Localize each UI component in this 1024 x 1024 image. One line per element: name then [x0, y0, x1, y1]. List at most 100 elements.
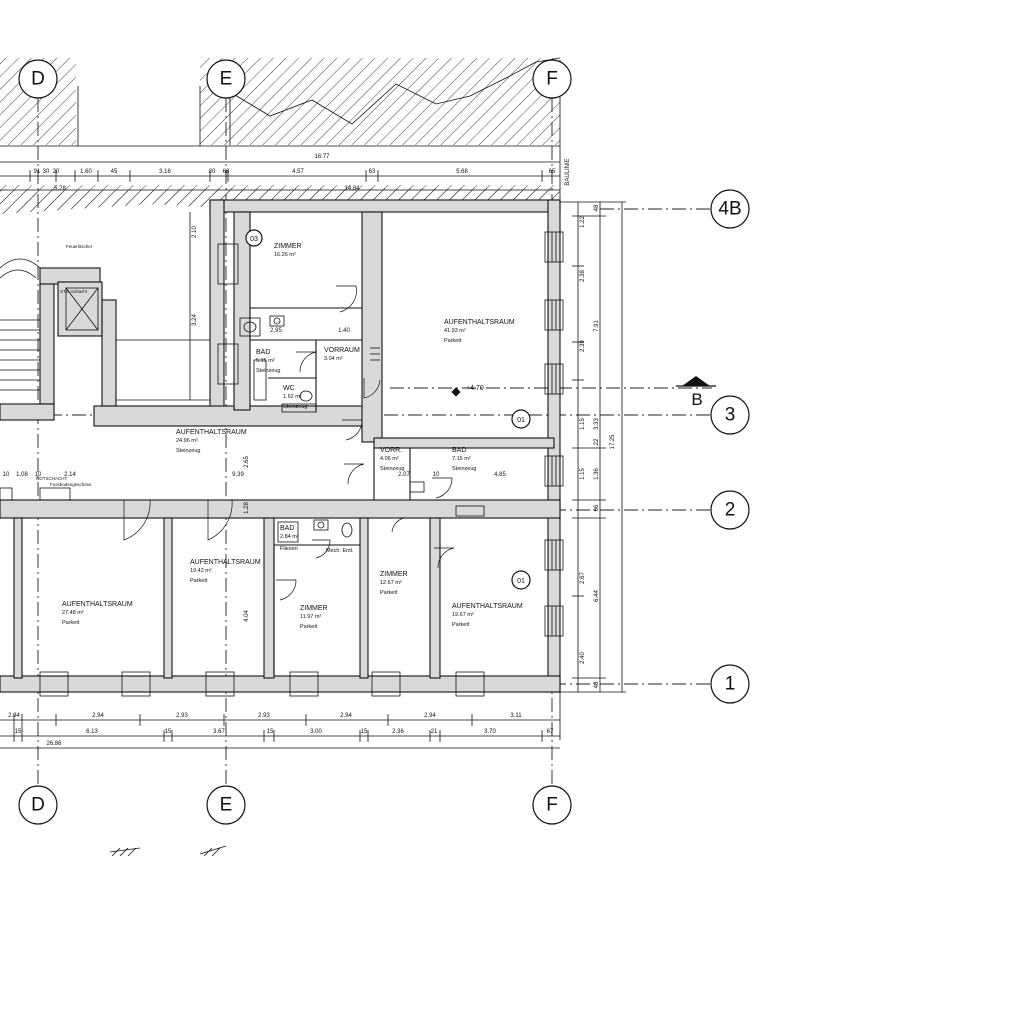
grid-bubble-f-top	[532, 59, 572, 99]
svg-text:F: F	[546, 69, 558, 90]
svg-text:4.04: 4.04	[244, 610, 250, 622]
svg-text:2.10: 2.10	[192, 226, 198, 238]
room-aufenthaltsraum-2: AUFENTHALTSRAUM 24.96 m² Steinzeug	[176, 429, 247, 454]
svg-text:12.67 m²: 12.67 m²	[380, 580, 402, 586]
room-zimmer-2: ZIMMER 11.97 m² Parkett	[300, 605, 328, 630]
svg-text:Parkett: Parkett	[380, 590, 398, 596]
svg-text:3.04 m²: 3.04 m²	[324, 356, 343, 362]
dim-bottom-total: 26.86	[46, 741, 62, 747]
svg-text:2.93: 2.93	[258, 713, 270, 719]
svg-text:VORR.: VORR.	[380, 447, 402, 454]
svg-text:22: 22	[594, 438, 600, 445]
svg-text:19.42 m²: 19.42 m²	[190, 568, 212, 574]
svg-text:3: 3	[725, 405, 736, 426]
dim-left-top: 5.28	[54, 186, 66, 192]
dim-second-top: 14.84	[344, 186, 360, 192]
room-bad-1: BAD 5.15 m² Steinzeug	[256, 349, 280, 374]
svg-text:2.38: 2.38	[580, 270, 586, 282]
grid-bubbles: D E F D E F 4B 3 2 1	[18, 59, 750, 825]
svg-text:VORRAUM: VORRAUM	[324, 347, 360, 354]
room-wc: WC 1.62 m² Steinzeug	[283, 385, 307, 410]
svg-text:10: 10	[3, 472, 10, 478]
dim-top-9: 4.57	[292, 169, 304, 175]
dim-top-6: 3.16	[159, 169, 171, 175]
svg-text:19.67 m²: 19.67 m²	[452, 612, 474, 618]
svg-text:2.95: 2.95	[270, 328, 282, 334]
dim-top-5: 45	[111, 169, 118, 175]
room-aufenthaltsraum-1: AUFENTHALTSRAUM 41.93 m² Parkett	[444, 319, 515, 344]
svg-text:7.15 m²: 7.15 m²	[452, 456, 471, 462]
grid-bubble-1	[710, 664, 750, 704]
svg-text:Steinzeug: Steinzeug	[176, 448, 200, 454]
svg-text:4.85: 4.85	[494, 472, 506, 478]
dim-top-2: 30	[43, 169, 50, 175]
dim-top-8: 68	[223, 169, 230, 175]
svg-text:41.93 m²: 41.93 m²	[444, 328, 466, 334]
mech-label: Mech. Entl.	[326, 548, 354, 554]
svg-text:1.15: 1.15	[580, 468, 586, 480]
svg-text:2.07: 2.07	[398, 472, 410, 478]
svg-text:11.97 m²: 11.97 m²	[300, 614, 321, 620]
svg-text:9.39: 9.39	[232, 472, 244, 478]
room-bad-3: BAD 2.84 m² Fliesen	[277, 521, 299, 552]
room-bad-2: BAD 7.15 m² Steinzeug	[452, 447, 476, 472]
svg-text:66: 66	[594, 504, 600, 511]
stg-label: STG-Schacht	[60, 289, 88, 294]
svg-text:67: 67	[547, 729, 554, 735]
svg-text:10: 10	[35, 472, 42, 478]
svg-text:Parkett: Parkett	[190, 578, 208, 584]
level-mark: +4.70	[466, 385, 484, 392]
svg-text:D: D	[31, 795, 45, 816]
grid-bubble-e-bottom	[206, 785, 246, 825]
svg-text:Fliesen: Fliesen	[280, 546, 298, 552]
svg-text:48: 48	[594, 681, 600, 688]
svg-text:2.39: 2.39	[580, 340, 586, 352]
svg-text:ZIMMER: ZIMMER	[380, 571, 408, 578]
svg-text:1.36: 1.36	[594, 468, 600, 480]
svg-text:Steinzeug: Steinzeug	[380, 466, 404, 472]
top-dimension-chain: 16.77 14.84 5.28 91 30 20 1.60 45 3.16 2…	[0, 60, 571, 740]
svg-text:ZIMMER: ZIMMER	[274, 243, 302, 250]
svg-text:27.48 m²: 27.48 m²	[62, 610, 84, 616]
svg-text:3.00: 3.00	[310, 729, 322, 735]
door-tags: 03 01 01	[245, 229, 531, 590]
svg-text:2.94: 2.94	[8, 713, 20, 719]
svg-text:01: 01	[517, 417, 525, 424]
svg-text:15: 15	[267, 729, 274, 735]
svg-text:3.11: 3.11	[510, 713, 522, 719]
grid-bubble-3	[710, 395, 750, 435]
dim-top-12: 65	[549, 169, 556, 175]
baulinie-label: BAULINIE	[565, 158, 571, 185]
dim-top-11: 5.68	[456, 169, 468, 175]
svg-text:2.40: 2.40	[580, 652, 586, 664]
svg-text:AUFENTHALTSRAUM: AUFENTHALTSRAUM	[62, 601, 133, 608]
svg-text:Parkett: Parkett	[62, 620, 80, 626]
grid-bubble-2	[710, 490, 750, 530]
svg-text:2.36: 2.36	[392, 729, 404, 735]
svg-text:2.94: 2.94	[340, 713, 352, 719]
dim-top-1: 91	[34, 169, 41, 175]
svg-text:16.26 m²: 16.26 m²	[274, 252, 296, 258]
svg-text:10: 10	[433, 472, 440, 478]
svg-text:24.96 m²: 24.96 m²	[176, 438, 198, 444]
svg-text:15: 15	[361, 729, 368, 735]
dim-overall-top: 16.77	[314, 154, 330, 160]
svg-text:F: F	[546, 795, 558, 816]
dim-right-total: 17.25	[610, 434, 616, 450]
svg-text:21: 21	[431, 729, 438, 735]
svg-text:1.22: 1.22	[580, 216, 586, 228]
svg-text:BAD: BAD	[280, 525, 294, 532]
room-vorr: VORR. 4.06 m² Steinzeug	[380, 447, 404, 472]
dim-top-3: 20	[53, 169, 60, 175]
svg-text:03: 03	[250, 236, 258, 243]
svg-text:6.13: 6.13	[86, 729, 98, 735]
svg-text:1.62 m²: 1.62 m²	[283, 394, 302, 400]
svg-text:Parkett: Parkett	[444, 338, 462, 344]
room-aufenthaltsraum-3: AUFENTHALTSRAUM 27.48 m² Parkett	[62, 601, 133, 626]
svg-text:1.08: 1.08	[16, 472, 28, 478]
svg-text:ZIMMER: ZIMMER	[300, 605, 328, 612]
room-vorraum: VORRAUM 3.04 m²	[324, 347, 360, 362]
svg-text:4.06 m²: 4.06 m²	[380, 456, 399, 462]
svg-text:1: 1	[725, 674, 736, 695]
